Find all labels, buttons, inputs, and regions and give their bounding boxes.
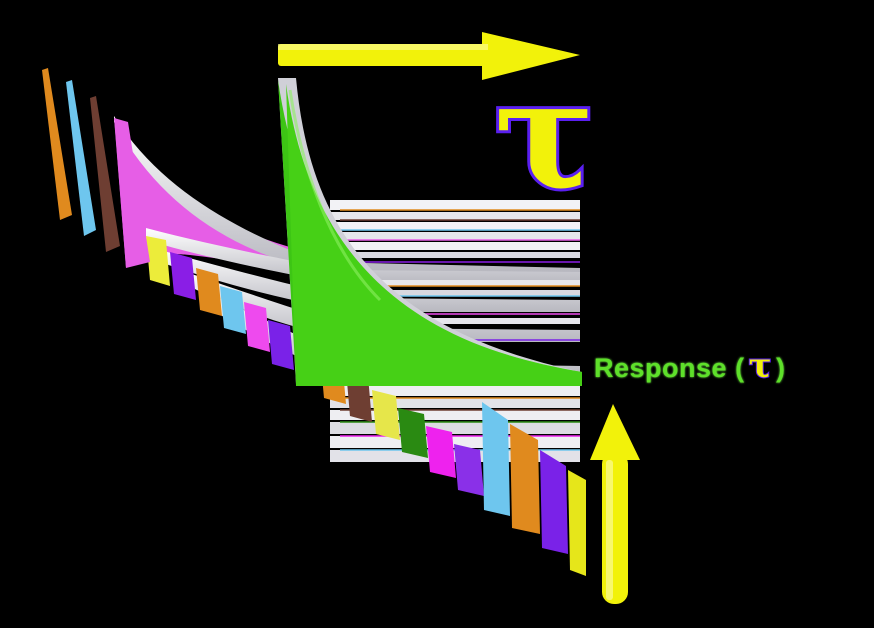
- strip-bot-5: [426, 426, 456, 478]
- response-close-paren: ): [775, 353, 786, 383]
- strip-bot-4: [398, 408, 428, 458]
- strip-mid-4: [220, 286, 246, 334]
- tau-axis-symbol: τ: [491, 47, 598, 223]
- middle-strip-row: [146, 236, 294, 370]
- strip-mid-3: [196, 268, 222, 316]
- strip-mid-5: [244, 302, 270, 352]
- strip-bot-7: [482, 402, 510, 516]
- response-arrow: [590, 404, 640, 604]
- response-tau-symbol: τ: [748, 345, 773, 387]
- strip-back-1: [42, 68, 72, 220]
- response-word: Response: [594, 353, 728, 383]
- strip-bot-8: [510, 424, 540, 534]
- strip-back-4: [114, 118, 150, 268]
- strip-mid-2: [170, 252, 196, 300]
- strip-mid-6: [268, 320, 294, 370]
- response-open-paren: (: [735, 353, 745, 383]
- response-curve: [278, 78, 582, 386]
- strip-bot-6: [454, 444, 484, 496]
- back-strip-row: [42, 68, 120, 252]
- strip-mid-1: [146, 236, 170, 286]
- decay-sheet-back: [114, 116, 300, 268]
- decay-sheet-back-top: [114, 116, 580, 272]
- strip-bot-3: [372, 390, 400, 440]
- strip-back-2: [66, 80, 96, 236]
- bottom-strip-row: [320, 354, 586, 576]
- tau-axis-arrow: [278, 32, 580, 80]
- strip-bot-10: [568, 470, 586, 576]
- strip-bot-9: [540, 450, 568, 554]
- response-label: Response (τ): [594, 345, 786, 387]
- strip-back-3: [90, 96, 120, 252]
